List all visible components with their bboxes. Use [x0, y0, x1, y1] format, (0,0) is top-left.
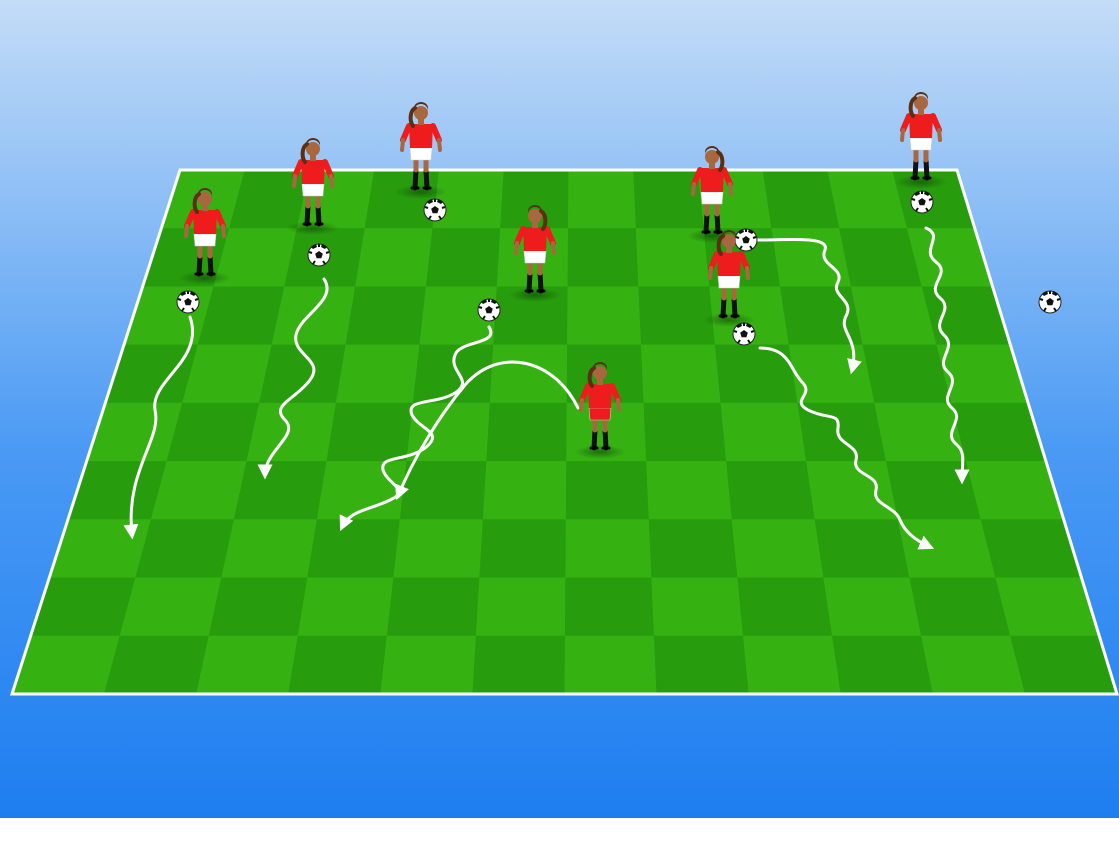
- pitch-tile: [565, 519, 651, 577]
- pitch-tile: [565, 578, 654, 636]
- pitch-tile: [326, 403, 412, 461]
- pitch-tile: [815, 519, 910, 577]
- pitch-tile: [721, 403, 807, 461]
- pitch-tile: [472, 636, 565, 694]
- pitch-tile: [167, 403, 260, 461]
- ball-1: [177, 291, 199, 313]
- pitch-tile: [490, 345, 567, 403]
- pitch-tile: [426, 228, 500, 286]
- pitch-tile: [234, 461, 327, 519]
- pitch-tile: [565, 636, 657, 694]
- pitch-tile: [336, 345, 419, 403]
- pitch-tile: [346, 286, 426, 344]
- pitch-tile: [104, 636, 209, 694]
- pitch-tile: [726, 461, 815, 519]
- pitch-tile: [307, 519, 400, 577]
- pitch-tile: [476, 578, 565, 636]
- pitch-tile: [247, 403, 336, 461]
- pitch-tile: [789, 345, 875, 403]
- pitch-tile: [120, 578, 222, 636]
- pitch-tile: [851, 286, 937, 344]
- pitch-tile: [432, 170, 503, 228]
- pitch-tile: [182, 345, 271, 403]
- pitch-tile: [654, 636, 749, 694]
- pitch-tile: [221, 519, 317, 577]
- pitch-tile: [380, 636, 476, 694]
- pitch-tile: [568, 170, 636, 228]
- ball-2: [308, 244, 330, 266]
- pitch-tile: [921, 636, 1025, 694]
- pitch-tile: [288, 636, 387, 694]
- pitch-tile: [393, 519, 482, 577]
- ball-7: [911, 191, 933, 213]
- pitch-tile: [732, 519, 824, 577]
- pitch-tile: [209, 578, 308, 636]
- pitch-tile: [715, 345, 798, 403]
- pitch-tile: [743, 636, 841, 694]
- pitch-tile: [763, 170, 839, 228]
- pitch-tile: [151, 461, 247, 519]
- pitch-tile: [641, 345, 720, 403]
- pitch-tile: [863, 345, 952, 403]
- ball-8: [1039, 291, 1061, 313]
- pitch-tile: [567, 286, 641, 344]
- pitch-tile: [646, 461, 732, 519]
- pitch-tile: [823, 578, 921, 636]
- pitch-tile: [832, 636, 933, 694]
- pitch-tile: [644, 403, 727, 461]
- pitch-tile: [135, 519, 234, 577]
- pitch-tile: [898, 519, 996, 577]
- pitch-tile: [272, 286, 355, 344]
- pitch-tile: [737, 578, 832, 636]
- pitch-tile: [649, 519, 738, 577]
- pitch-tile: [486, 403, 566, 461]
- pitch-tile: [566, 461, 649, 519]
- pitch-tile: [196, 636, 298, 694]
- pitch-tile: [909, 578, 1010, 636]
- ball-3: [424, 199, 446, 221]
- pitch-tile: [479, 519, 565, 577]
- ball-5: [735, 229, 757, 251]
- pitch-tile: [806, 461, 898, 519]
- pitch-tile: [886, 461, 981, 519]
- pitch-diagram: [0, 0, 1119, 818]
- pitch-tile: [483, 461, 566, 519]
- pitch-tile: [355, 228, 432, 286]
- ball-4: [478, 299, 500, 321]
- pitch-tile: [400, 461, 486, 519]
- pitch-tile: [638, 286, 714, 344]
- pitch-tile: [651, 578, 743, 636]
- pitch-tile: [780, 286, 863, 344]
- pitch-tile: [568, 228, 639, 286]
- credit-footer: Created using SoccerTutor.com Tactics Ma…: [0, 818, 1119, 844]
- pitch-tile: [387, 578, 480, 636]
- pitch-tile: [298, 578, 394, 636]
